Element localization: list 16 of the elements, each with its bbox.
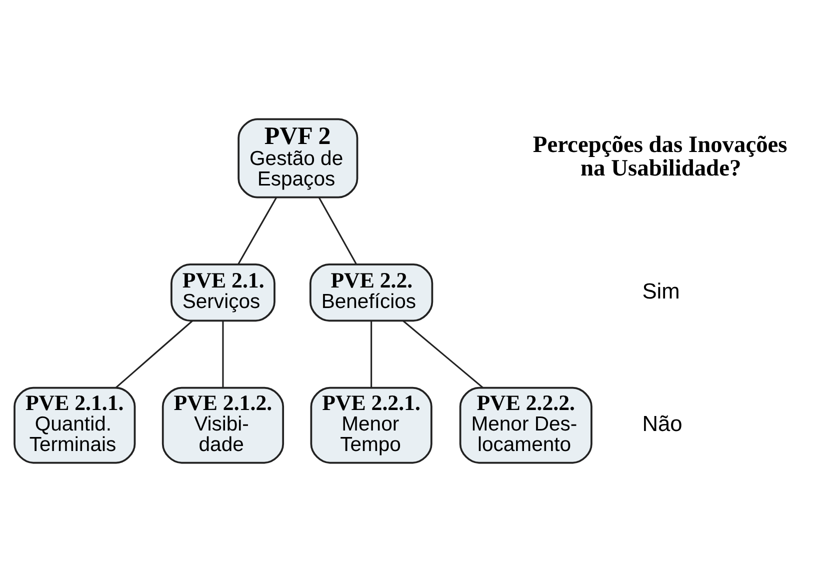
node-box: PVE 2.1.1. Quantid. Terminais — [14, 386, 136, 464]
connector — [116, 320, 193, 388]
node-box: PVE 2.2.2. Menor Des- locamento — [459, 386, 592, 464]
node-box: PVE 2.1.2. Visibi- dade — [162, 386, 284, 464]
connector — [222, 320, 224, 388]
node-box: PVE 2.2.1. Menor Tempo — [310, 386, 432, 464]
connector — [238, 197, 277, 265]
node-box: PVE 2.2. Benefícios — [309, 264, 434, 322]
label: Não — [642, 411, 682, 436]
connector — [402, 320, 484, 388]
label: Sim — [642, 278, 680, 304]
node-box: PVF 2 Gestão de Espaços — [238, 118, 358, 198]
node-box: PVE 2.1. Serviços — [170, 264, 276, 322]
connector — [370, 320, 372, 388]
connector — [318, 197, 358, 265]
label: Percepções das Inovações na Usabilidade? — [532, 132, 788, 182]
